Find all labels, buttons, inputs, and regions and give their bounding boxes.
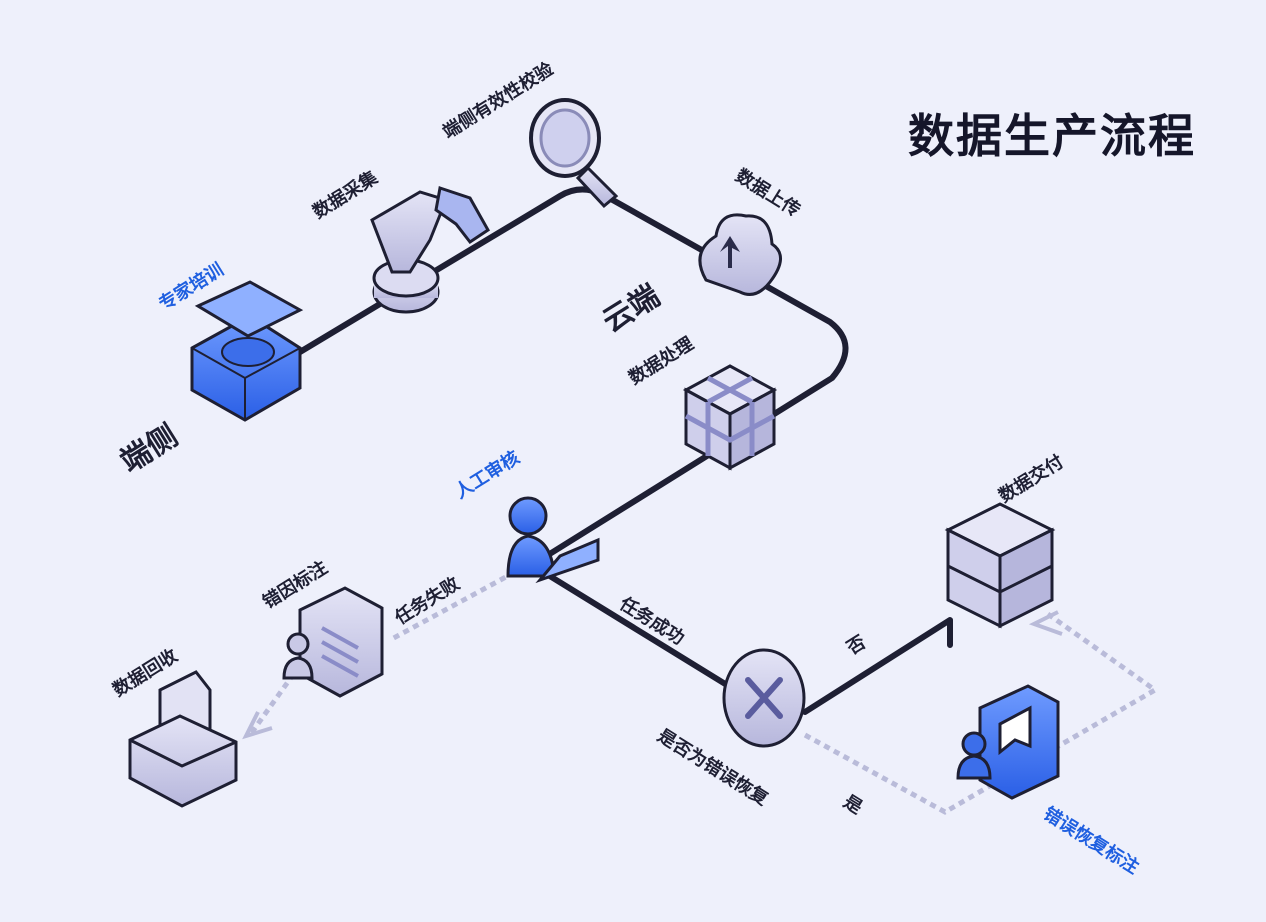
manual-review-node [506, 496, 600, 584]
data-recall-node [128, 670, 238, 808]
main-flow-line [287, 186, 849, 563]
delivery-arrowhead [1028, 610, 1063, 636]
yes-path [803, 609, 1160, 815]
error-recovery-annotation-node [956, 684, 1060, 800]
data-delivery-node [944, 502, 1056, 629]
fail-path [388, 569, 517, 643]
solid-paths [287, 186, 953, 715]
robot-arm-node [370, 186, 490, 314]
no-line [802, 617, 953, 715]
error-check-decision-node [722, 648, 806, 748]
success-line [537, 567, 738, 693]
cloud-upload-node [698, 213, 782, 296]
expert-training-node [190, 280, 304, 422]
recall-arrowhead [242, 711, 273, 740]
data-processing-cube-node [682, 364, 778, 471]
magnifier-node [529, 98, 619, 209]
page-title: 数据生产流程 [908, 109, 1196, 163]
error-annotation-node [282, 586, 384, 698]
